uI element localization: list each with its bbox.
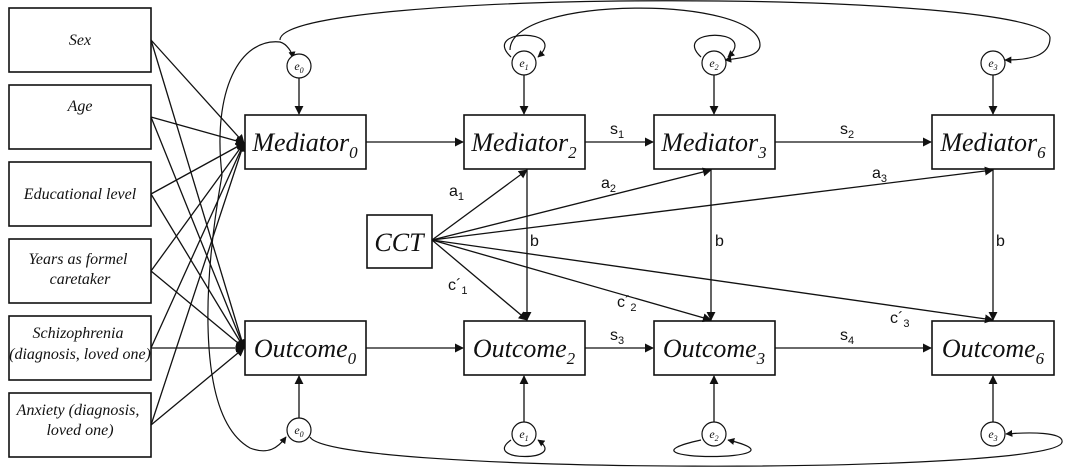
covariance-e0-mediator-arc <box>219 41 296 176</box>
arrow-age-outcome0 <box>150 116 246 349</box>
node-outcome-2 <box>463 320 586 376</box>
path-label-s2: s2 <box>840 121 854 141</box>
error-label-outcome-3: e2 <box>709 427 718 443</box>
node-mediator-0 <box>244 114 367 170</box>
covariate-box-age <box>8 84 152 150</box>
path-label-b-mediator2: b <box>530 233 539 250</box>
error-arrows <box>294 75 998 422</box>
path-a1 <box>431 169 528 241</box>
node-mediator-6 <box>931 114 1055 170</box>
path-labels: s1 s2 s3 s4 a1 a2 a3 b b b c´1 c´2 c´3 <box>448 121 1005 347</box>
covariate-box-sex <box>8 7 152 73</box>
error-labels: e0 e1 e2 e3 e0 e1 e2 e3 <box>294 56 997 443</box>
covariate-box-years-caretaker <box>8 238 152 304</box>
label-outcome-3: Outcome3 <box>663 334 765 368</box>
error-label-mediator-0: e0 <box>294 59 303 75</box>
label-cct: CCT <box>374 228 425 257</box>
error-label-mediator-2: e1 <box>519 56 528 72</box>
path-c2 <box>431 239 712 323</box>
arrow-anxiety-mediator0 <box>150 142 246 426</box>
path-label-b-mediator3: b <box>715 233 724 250</box>
main-nodes <box>244 114 1055 376</box>
error-label-mediator-6: e3 <box>988 56 997 72</box>
label-mediator-6: Mediator6 <box>939 128 1046 162</box>
path-c3 <box>431 239 994 324</box>
arrow-education-outcome0 <box>150 193 245 349</box>
arrow-years-mediator0 <box>150 142 245 272</box>
self-loop-e1-mediator <box>503 34 546 58</box>
error-label-outcome-2: e1 <box>519 427 528 443</box>
covariance-arcs <box>207 0 1063 467</box>
error-label-outcome-6: e3 <box>988 427 997 443</box>
path-label-c3: c´3 <box>890 310 909 330</box>
path-label-a2: a2 <box>601 175 616 195</box>
self-loop-e1-outcome <box>503 439 546 458</box>
label-outcome-2: Outcome2 <box>473 334 576 368</box>
covariance-top-medium-arc <box>509 7 761 63</box>
error-self-loops <box>503 34 752 458</box>
path-c1 <box>431 239 528 321</box>
covariate-labels: Sex Age Educational level Years as forme… <box>9 32 151 439</box>
covariate-label-education: Educational level <box>23 186 137 203</box>
path-label-a1: a1 <box>449 183 464 203</box>
covariate-label-age: Age <box>67 98 93 115</box>
path-label-s4: s4 <box>840 327 854 347</box>
node-mediator-3 <box>653 114 776 170</box>
node-outcome-3 <box>653 320 776 376</box>
arrow-schizophrenia-mediator0 <box>150 142 245 349</box>
path-label-s3: s3 <box>610 327 624 347</box>
covariance-bottom-long-arc <box>309 429 1063 467</box>
arrow-sex-outcome0 <box>150 39 246 349</box>
label-mediator-0: Mediator0 <box>251 128 358 162</box>
arrow-sex-mediator0 <box>150 39 245 144</box>
path-label-c1: c´1 <box>448 277 467 297</box>
covariate-label-sex: Sex <box>69 32 91 49</box>
covariance-e0-outcome-arc <box>207 174 287 452</box>
label-mediator-2: Mediator2 <box>470 128 577 162</box>
path-label-c2: c´2 <box>617 294 636 314</box>
covariate-label-anxiety: Anxiety (diagnosis, loved one) <box>16 402 144 439</box>
error-label-outcome-0: e0 <box>294 423 303 439</box>
path-label-s1: s1 <box>610 121 624 141</box>
covariate-label-years-caretaker: Years as formel caretaker <box>29 251 132 288</box>
arrow-age-mediator0 <box>150 116 245 146</box>
covariate-box-education <box>8 161 152 227</box>
path-label-a3: a3 <box>872 165 887 185</box>
label-outcome-6: Outcome6 <box>942 334 1045 368</box>
path-a3 <box>431 166 994 241</box>
covariance-top-long-arc <box>279 0 1051 64</box>
arrow-anxiety-outcome0 <box>150 347 245 426</box>
label-mediator-3: Mediator3 <box>660 128 766 162</box>
self-loop-e2-mediator <box>693 34 736 58</box>
self-loop-e2-outcome <box>673 438 752 458</box>
covariate-box-anxiety <box>8 392 152 458</box>
covariate-boxes <box>8 7 152 458</box>
path-label-b-mediator6: b <box>996 233 1005 250</box>
label-outcome-0: Outcome0 <box>254 334 357 368</box>
node-outcome-0 <box>244 320 367 376</box>
path-a2 <box>431 167 712 241</box>
main-node-labels: Mediator0 Mediator2 Mediator3 Mediator6 … <box>251 128 1046 368</box>
structural-paths <box>366 137 998 353</box>
node-outcome-6 <box>931 320 1055 376</box>
covariate-arrows <box>150 39 246 426</box>
error-label-mediator-3: e2 <box>709 56 718 72</box>
arrow-years-outcome0 <box>150 270 245 349</box>
arrow-education-mediator0 <box>150 142 245 195</box>
node-cct <box>366 214 433 269</box>
covariate-label-schizophrenia: Schizophrenia (diagnosis, loved one) <box>9 325 151 363</box>
